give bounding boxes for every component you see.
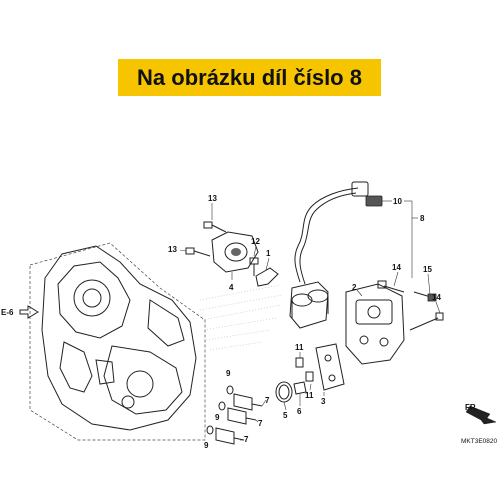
part-number-banner: Na obrázku díl číslo 8 [118,59,381,96]
ref-arrow-e6[interactable] [19,305,39,319]
callout-15: 15 [423,265,432,274]
o-ring-part-5[interactable] [275,381,293,403]
seal-9-middle[interactable] [218,401,226,411]
callout-13-upper: 13 [208,194,217,203]
sensor-7-middle[interactable] [227,407,257,425]
bolt-13-lower[interactable] [185,247,211,257]
front-direction-arrow [465,405,497,425]
seal-9-lower[interactable] [206,425,214,435]
callout-6: 6 [297,407,302,416]
callout-3: 3 [321,397,326,406]
callout-4: 4 [229,283,234,292]
bracket-part-4[interactable] [211,231,259,273]
callout-9-middle: 9 [215,413,220,422]
callout-14-lower: 14 [432,293,441,302]
ref-label-e6: E-6 [1,308,14,317]
seal-9-upper[interactable] [226,385,234,395]
cover-outline-dashed [29,242,206,441]
valve-body-part-2[interactable] [345,283,405,365]
callout-5: 5 [283,411,288,420]
callout-7-upper: 7 [265,396,270,405]
callout-11-lower: 11 [305,391,314,400]
dowel-11-upper[interactable] [295,357,304,368]
callout-7-middle: 7 [258,419,263,428]
bolt-13-upper[interactable] [203,221,227,233]
callout-7-lower: 7 [244,435,249,444]
plate-part-3[interactable] [315,343,345,391]
bolt-12[interactable] [249,257,259,276]
sensor-7-lower[interactable] [215,427,245,445]
callout-9-lower: 9 [204,441,209,450]
banner-text: Na obrázku díl číslo 8 [137,64,362,90]
bolt-14-lower[interactable] [409,312,444,331]
filter-part-6[interactable] [293,381,307,395]
sensor-7-upper[interactable] [233,393,263,411]
callout-12: 12 [251,237,260,246]
clip-part-1[interactable] [255,267,279,287]
dowel-11-lower[interactable] [305,371,314,382]
callout-1: 1 [266,249,271,258]
callout-9-upper: 9 [226,369,231,378]
gearbox-cover[interactable] [41,245,197,431]
diagram-code: MKT3E0820 [461,438,498,445]
callout-11-upper: 11 [295,343,304,352]
callout-13-lower: 13 [168,245,177,254]
leader-lines [179,200,441,441]
bolt-14-upper[interactable] [377,280,405,293]
solenoid-harness-part-8[interactable] [289,181,383,329]
callout-14-upper: 14 [392,263,401,272]
callout-2: 2 [352,283,357,292]
callout-10: 10 [393,197,402,206]
bolt-15[interactable] [413,291,437,302]
callout-8: 8 [420,214,425,223]
dotted-mesh-area [199,284,283,351]
front-label: FR. [465,403,478,412]
